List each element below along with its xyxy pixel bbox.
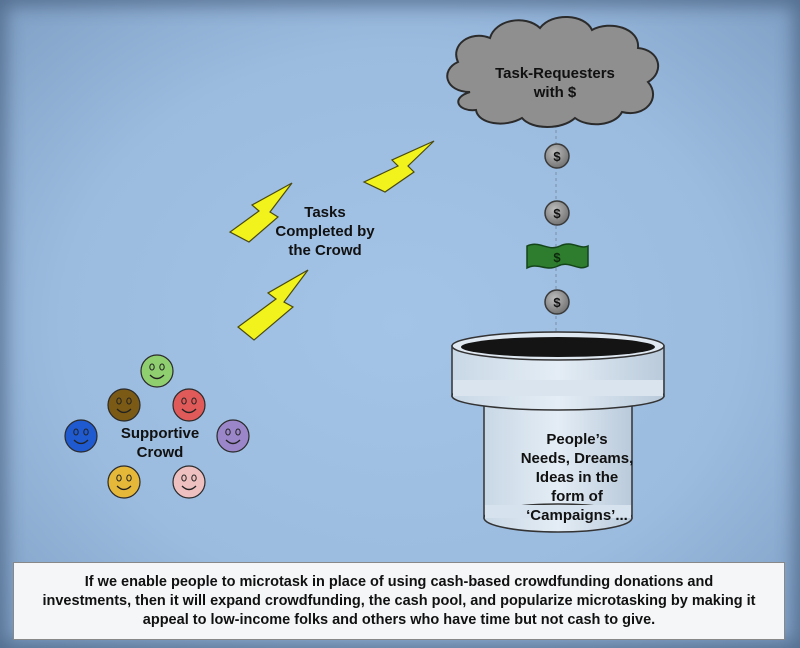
- coin-symbol: $: [553, 206, 561, 221]
- crowd-faces: [64, 354, 250, 499]
- coin: $: [544, 200, 570, 226]
- tasks-label-line: the Crowd: [288, 242, 362, 259]
- cloud-label-line: with $: [533, 84, 577, 101]
- smiley-face-icon: [140, 354, 174, 388]
- crowd-label-line: Supportive: [120, 425, 200, 442]
- smiley-face-icon: [107, 388, 141, 422]
- campaign-label-line: form of: [551, 488, 603, 505]
- tasks-label: Tasks Completed by the Crowd: [270, 203, 380, 260]
- cloud-shape: [446, 15, 660, 128]
- coin: $: [544, 143, 570, 169]
- coin-symbol: $: [553, 149, 561, 164]
- campaign-label-line: ‘Campaigns’...: [526, 507, 628, 524]
- campaign-label-line: People’s: [546, 431, 608, 448]
- cloud-label-line: Task-Requesters: [495, 65, 615, 82]
- lightning-bolt-icon: [237, 269, 309, 341]
- cloud-label: Task-Requesters with $: [480, 64, 630, 102]
- campaign-label: People’s Needs, Dreams, Ideas in the for…: [512, 430, 642, 525]
- crowd-label: Supportive Crowd: [112, 424, 208, 462]
- smiley-face-icon: [216, 419, 250, 453]
- caption-text: If we enable people to microtask in plac…: [42, 573, 756, 628]
- campaign-label-line: Needs, Dreams,: [520, 450, 634, 467]
- caption-box: If we enable people to microtask in plac…: [13, 562, 785, 640]
- coin-symbol: $: [553, 295, 561, 310]
- coin: $: [544, 289, 570, 315]
- lightning-bolt-icon: [362, 140, 435, 193]
- smiley-face-icon: [107, 465, 141, 499]
- lightning-bolt-icon: [228, 182, 293, 243]
- campaign-pot: [451, 331, 665, 533]
- tasks-label-line: Tasks: [304, 204, 346, 221]
- smiley-face-icon: [172, 388, 206, 422]
- smiley-face-icon: [172, 465, 206, 499]
- crowd-label-line: Crowd: [136, 444, 184, 461]
- money-bill-icon: $: [526, 243, 589, 270]
- tasks-label-line: Completed by: [275, 223, 375, 240]
- smiley-face-icon: [64, 419, 98, 453]
- campaign-label-line: Ideas in the: [535, 469, 619, 486]
- bill-symbol: $: [553, 250, 561, 265]
